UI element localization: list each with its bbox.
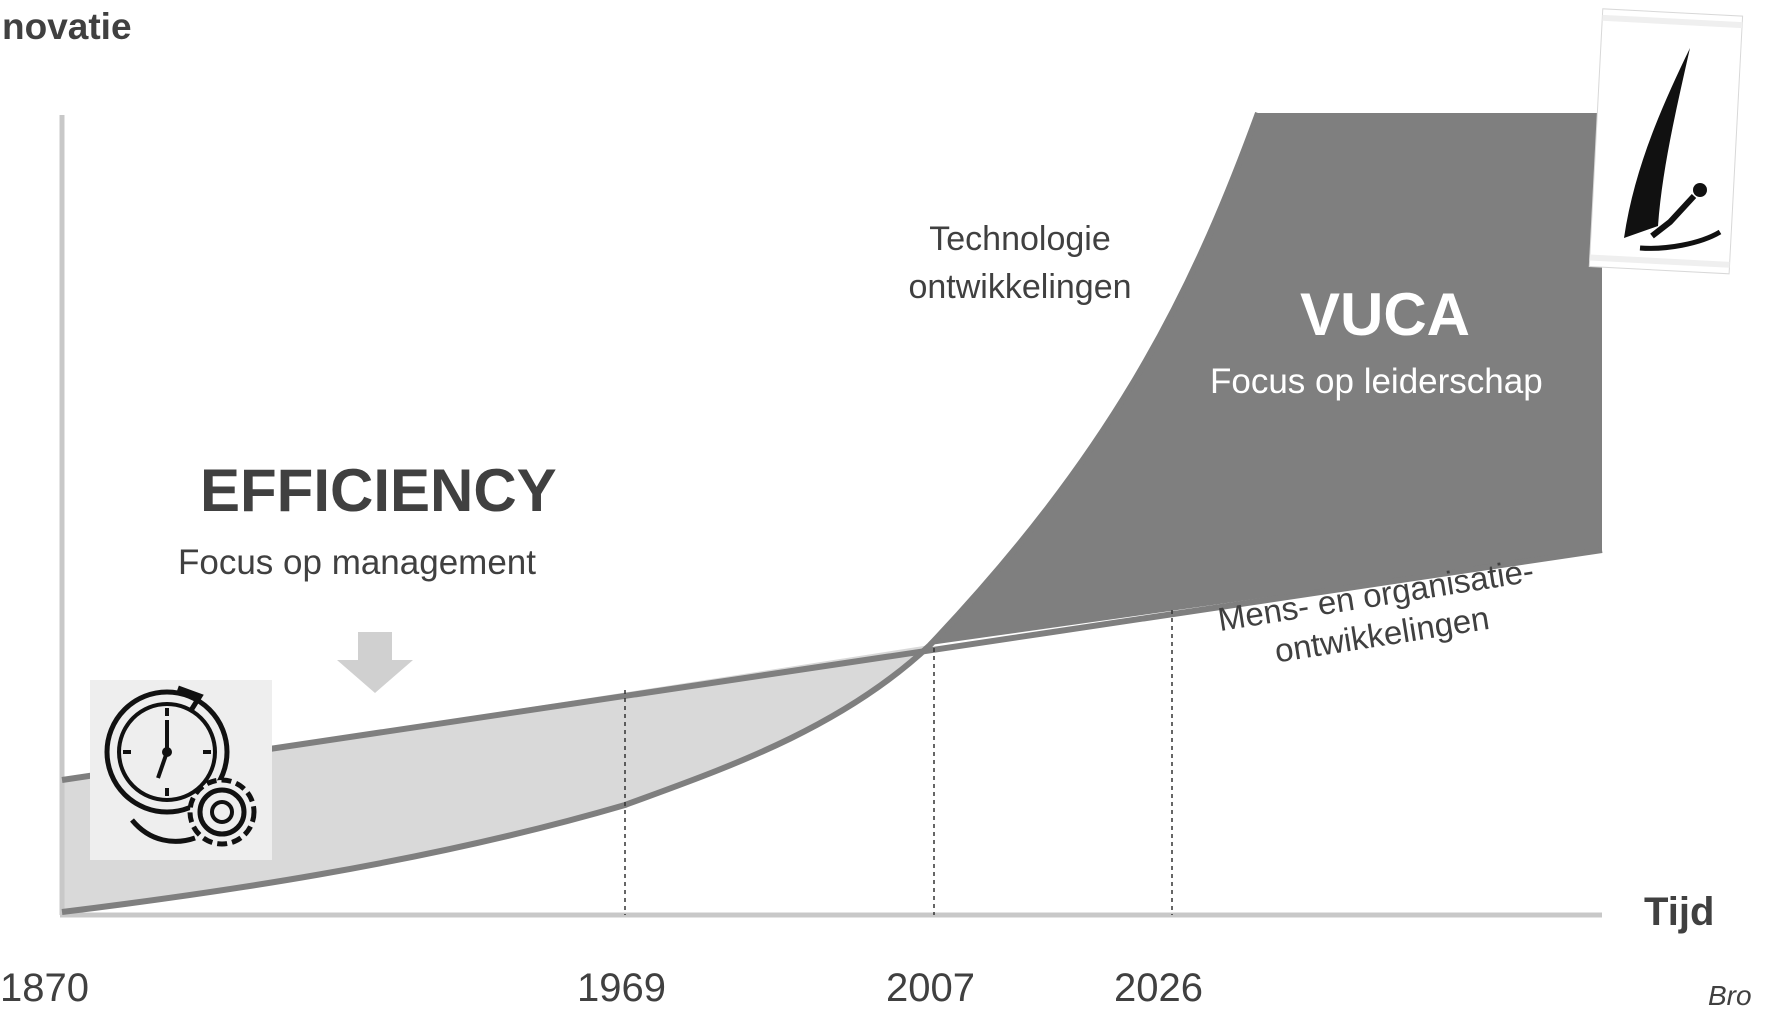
tick-2026: 2026 [1114, 966, 1203, 1010]
efficiency-title: EFFICIENCY [200, 457, 557, 524]
tick-1969: 1969 [577, 966, 666, 1010]
vuca-area [930, 113, 1602, 645]
clock-gear-icon [90, 680, 272, 860]
technology-label-line2: ontwikkelingen [908, 268, 1132, 306]
vuca-subtitle: Focus op leiderschap [1210, 362, 1543, 401]
down-arrow-icon [337, 632, 413, 693]
people-development-line [61, 547, 1603, 783]
y-axis-label: novatie [2, 6, 132, 47]
tick-1870: 1870 [0, 966, 89, 1010]
tick-2007: 2007 [886, 966, 975, 1010]
technology-curve [61, 111, 1261, 915]
efficiency-subtitle: Focus op management [178, 543, 536, 582]
efficiency-area [62, 645, 930, 912]
technology-label-line1: Technologie [929, 220, 1111, 258]
source-fragment: Bro [1708, 980, 1752, 1011]
vuca-title: VUCA [1300, 281, 1471, 348]
windsurfer-icon [1588, 8, 1744, 275]
x-axis-label: Tijd [1644, 890, 1715, 934]
